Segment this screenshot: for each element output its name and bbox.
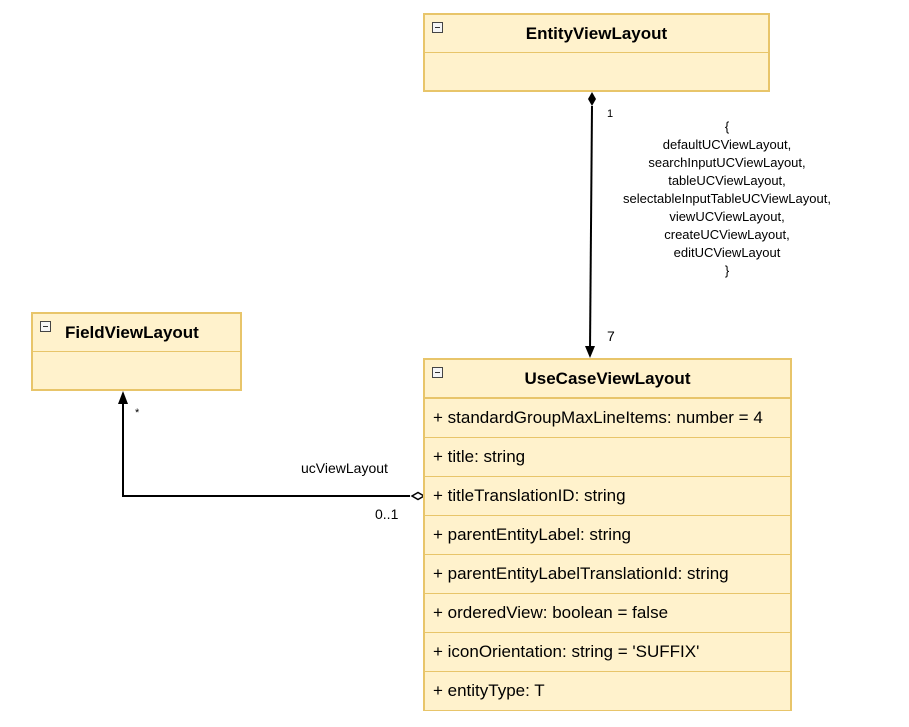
constraint-line: defaultUCViewLayout, <box>662 137 792 152</box>
class-field-view-layout[interactable]: FieldViewLayout <box>31 312 242 391</box>
constraint-line: searchInputUCViewLayout, <box>648 155 806 170</box>
constraint-line: viewUCViewLayout, <box>669 209 785 224</box>
class-entity-view-layout[interactable]: EntityViewLayout <box>423 13 770 92</box>
aggregation-source-multiplicity: 0..1 <box>375 506 399 522</box>
aggregation-arrowhead <box>118 391 128 404</box>
constraint-line: editUCViewLayout <box>673 245 781 260</box>
class-header: FieldViewLayout <box>33 314 240 352</box>
collapse-icon[interactable] <box>432 367 443 378</box>
class-header: EntityViewLayout <box>425 15 768 53</box>
attribute-row[interactable]: + standardGroupMaxLineItems: number = 4 <box>425 398 790 437</box>
collapse-icon[interactable] <box>432 22 443 33</box>
composition-constraint: { defaultUCViewLayout, searchInputUCView… <box>596 118 858 280</box>
constraint-line: } <box>724 263 730 278</box>
aggregation-edge[interactable] <box>122 402 410 497</box>
attributes-compartment <box>425 53 768 89</box>
class-name: FieldViewLayout <box>65 322 199 342</box>
composition-edge[interactable] <box>589 105 593 351</box>
attributes-compartment <box>33 352 240 388</box>
attribute-row[interactable]: + parentEntityLabel: string <box>425 515 790 554</box>
composition-source-multiplicity: 1 <box>607 108 614 120</box>
attribute-row[interactable]: + entityType: T <box>425 671 790 710</box>
constraint-line: tableUCViewLayout, <box>668 173 786 188</box>
aggregation-diamond <box>410 491 426 501</box>
collapse-icon[interactable] <box>40 321 51 332</box>
class-name: EntityViewLayout <box>525 23 668 43</box>
constraint-line: createUCViewLayout, <box>664 227 790 242</box>
attribute-row[interactable]: + parentEntityLabelTranslationId: string <box>425 554 790 593</box>
composition-arrowhead <box>585 346 595 358</box>
constraint-line: { <box>724 119 730 134</box>
aggregation-role-label: ucViewLayout <box>301 460 388 476</box>
class-header: UseCaseViewLayout <box>425 360 790 398</box>
attribute-row[interactable]: + titleTranslationID: string <box>425 476 790 515</box>
composition-diamond <box>588 92 596 106</box>
attribute-row[interactable]: + title: string <box>425 437 790 476</box>
class-use-case-view-layout[interactable]: UseCaseViewLayout + standardGroupMaxLine… <box>423 358 792 711</box>
composition-target-multiplicity: 7 <box>607 328 615 344</box>
aggregation-target-multiplicity: * <box>135 407 140 419</box>
attribute-row[interactable]: + iconOrientation: string = 'SUFFIX' <box>425 632 790 671</box>
class-name: UseCaseViewLayout <box>524 368 691 388</box>
attribute-row[interactable]: + orderedView: boolean = false <box>425 593 790 632</box>
constraint-line: selectableInputTableUCViewLayout, <box>623 191 831 206</box>
